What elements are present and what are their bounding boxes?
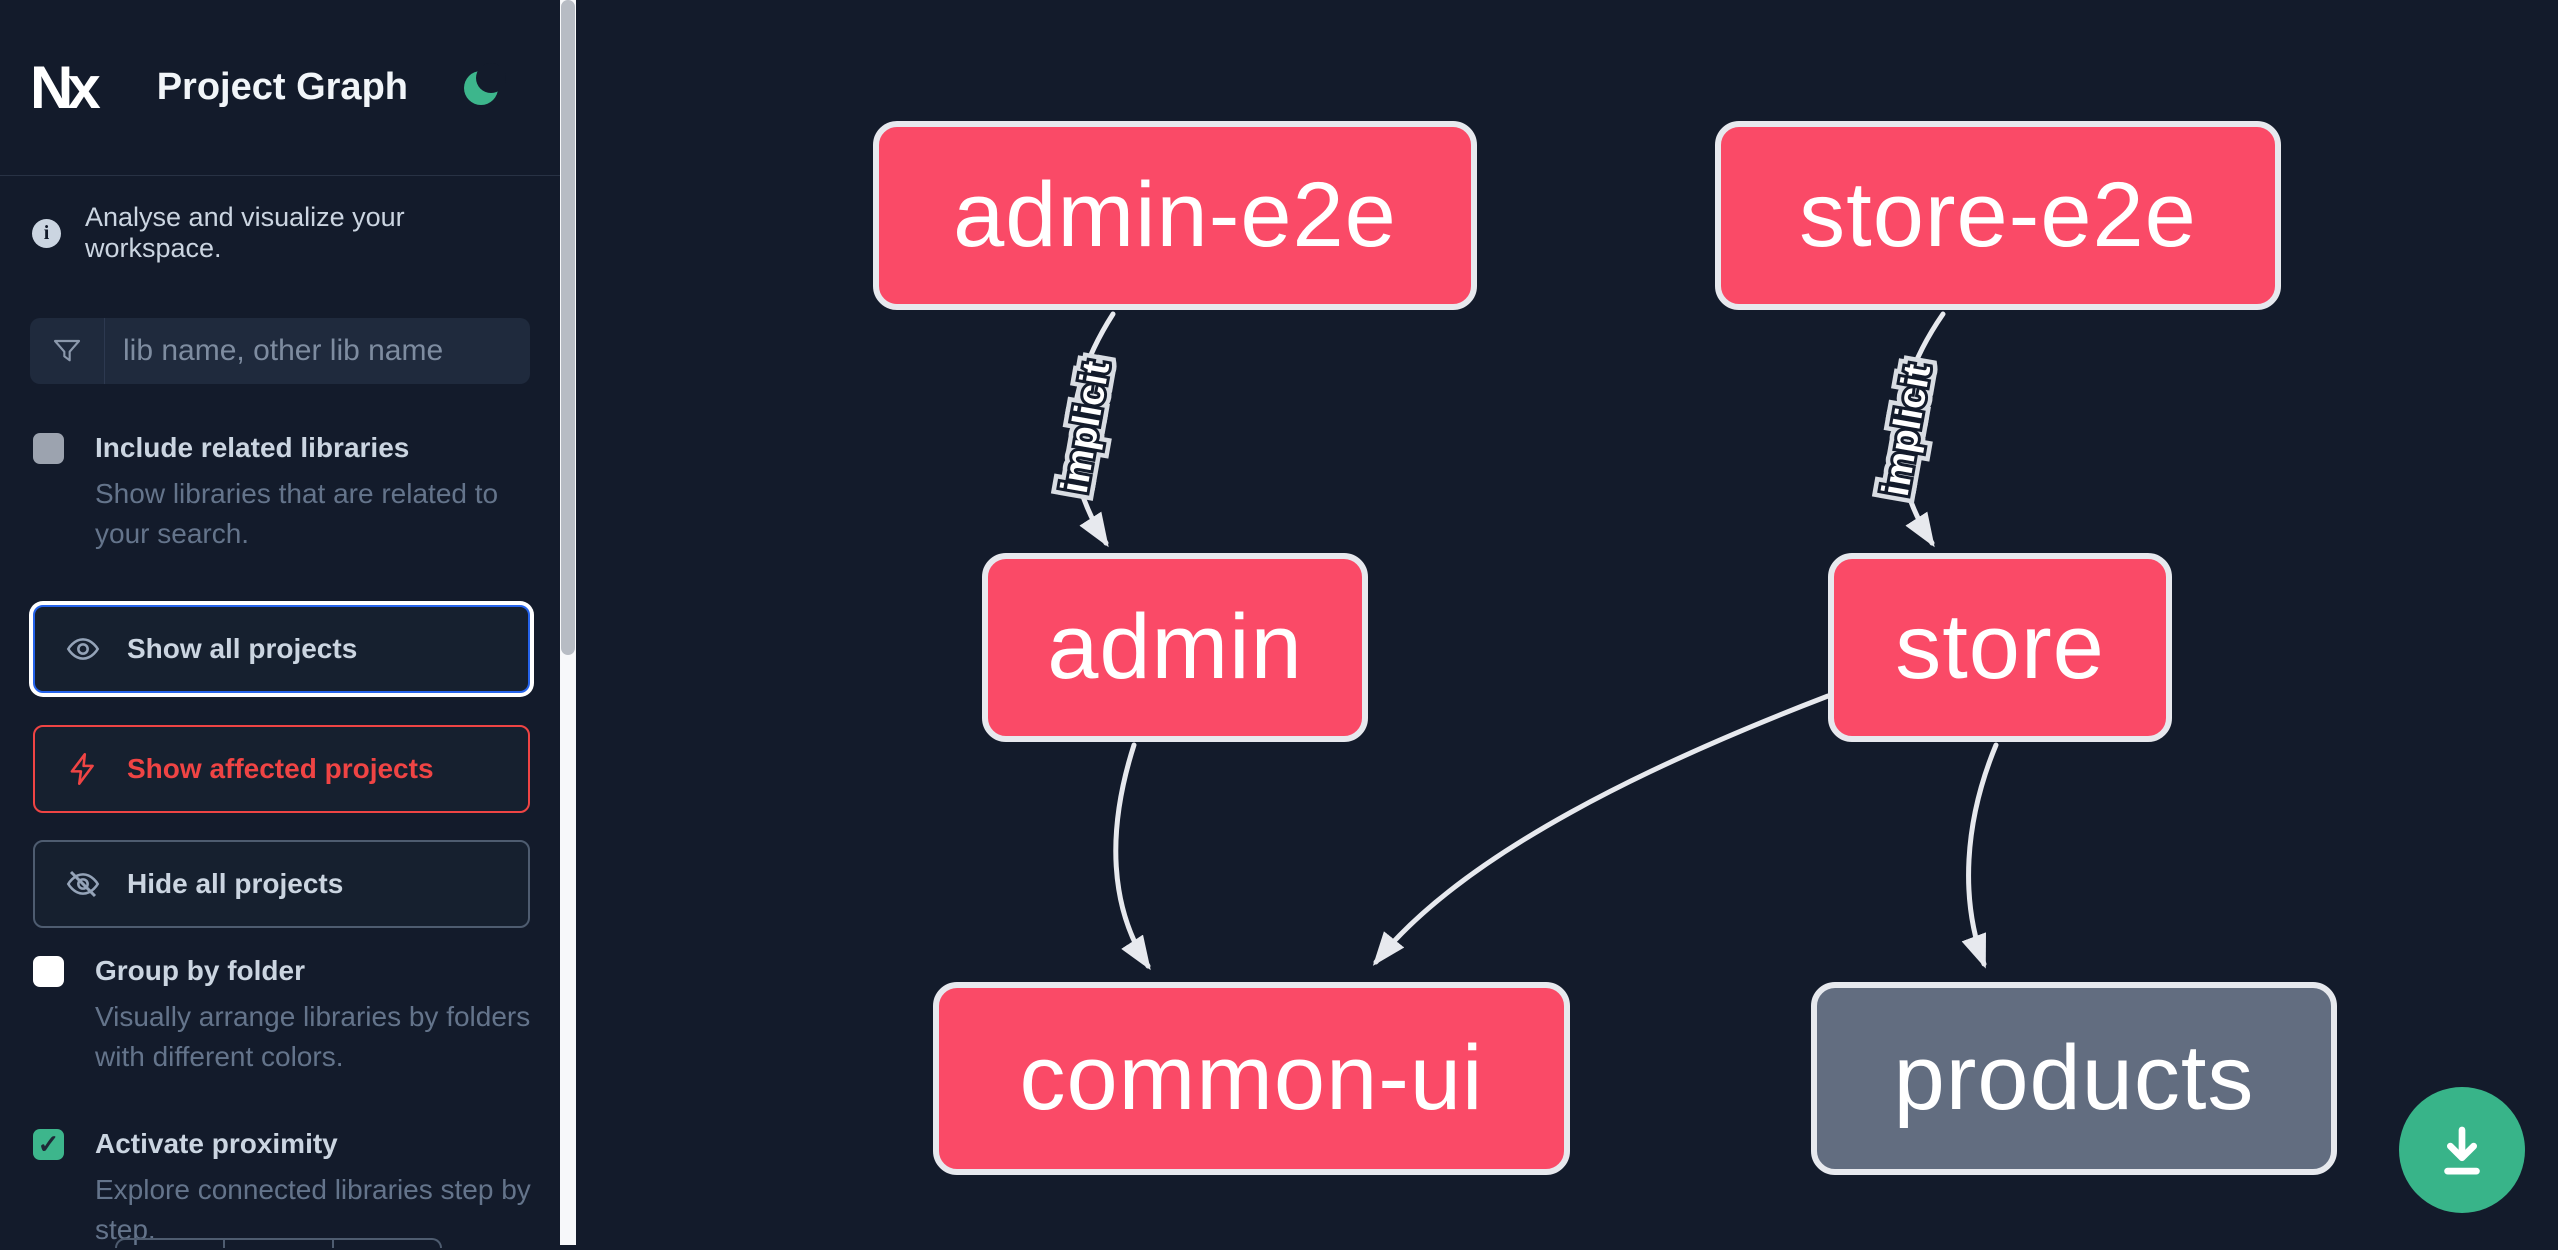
nx-logo: Nx [30, 53, 101, 121]
scrollbar-thumb[interactable] [561, 0, 575, 655]
graph-edges: implicit implicit implicit implicit [1046, 311, 1999, 971]
filter-input[interactable] [105, 318, 530, 384]
graph-node-store-e2e[interactable]: store-e2e [1715, 121, 2281, 310]
edge-label-implicit-admin: implicit implicit [1046, 350, 1126, 504]
proximity-decrement-button[interactable] [117, 1240, 226, 1248]
include-related-label: Include related libraries [95, 432, 410, 463]
sidebar-scrollbar[interactable] [560, 0, 576, 1245]
library-filter [30, 318, 530, 384]
hide-all-projects-button[interactable]: Hide all projects [33, 840, 530, 928]
workspace-tagline: i Analyse and visualize your workspace. [32, 202, 532, 264]
activate-proximity-description: Explore connected libraries step by step… [95, 1174, 531, 1245]
svg-text:implicit: implicit [1054, 358, 1119, 497]
activate-proximity-label: Activate proximity [95, 1128, 338, 1159]
graph-node-store[interactable]: store [1828, 553, 2172, 742]
activate-proximity-checkbox[interactable]: ✓ [33, 1129, 64, 1160]
tagline-text: Analyse and visualize your workspace. [85, 202, 405, 263]
bolt-icon [70, 753, 94, 785]
graph-node-products[interactable]: products [1811, 982, 2337, 1175]
eye-off-icon [66, 870, 100, 898]
info-icon: i [32, 218, 61, 248]
page-title: Project Graph [156, 66, 408, 108]
include-related-description: Show libraries that are related to your … [95, 478, 499, 549]
edge-admin-to-common-ui [1113, 742, 1151, 971]
show-affected-projects-button[interactable]: Show affected projects [33, 725, 530, 813]
svg-text:implicit: implicit [1875, 361, 1940, 500]
graph-node-admin-e2e[interactable]: admin-e2e [873, 121, 1477, 310]
sidebar-header: Nx Project Graph [0, 0, 560, 176]
group-by-folder-checkbox[interactable] [33, 956, 64, 987]
toggle-include-related: Include related libraries Show libraries… [33, 430, 538, 554]
toggle-group-by-folder: Group by folder Visually arrange librari… [33, 953, 538, 1077]
group-by-folder-label: Group by folder [95, 955, 305, 986]
sidebar: Nx Project Graph i Analyse and visualize… [0, 0, 560, 1248]
edge-store-to-products [1961, 742, 1999, 969]
show-affected-projects-label: Show affected projects [127, 753, 434, 784]
proximity-stepper[interactable] [115, 1238, 442, 1248]
project-graph-canvas[interactable]: implicit implicit implicit implicit admi… [576, 0, 2558, 1245]
edge-admin-e2e-to-admin [1070, 311, 1116, 548]
download-image-button[interactable] [2399, 1087, 2525, 1213]
include-related-checkbox[interactable] [33, 433, 64, 464]
eye-icon [66, 638, 100, 660]
show-all-projects-label: Show all projects [127, 633, 358, 664]
edge-label-implicit-store: implicit implicit [1867, 353, 1947, 507]
download-icon [2444, 1126, 2480, 1175]
theme-toggle-moon-icon[interactable] [464, 62, 506, 107]
hide-all-projects-label: Hide all projects [127, 868, 344, 899]
graph-node-common-ui[interactable]: common-ui [933, 982, 1570, 1175]
group-by-folder-description: Visually arrange libraries by folders wi… [95, 1001, 531, 1072]
proximity-increment-button[interactable] [334, 1240, 440, 1248]
filter-funnel-icon [30, 318, 105, 384]
edge-store-e2e-to-store [1896, 311, 1946, 548]
edge-store-to-common-ui [1372, 693, 1831, 966]
proximity-value [225, 1240, 334, 1248]
toggle-activate-proximity: ✓ Activate proximity Explore connected l… [33, 1126, 538, 1250]
graph-node-admin[interactable]: admin [982, 553, 1368, 742]
show-all-projects-button[interactable]: Show all projects [33, 605, 530, 693]
